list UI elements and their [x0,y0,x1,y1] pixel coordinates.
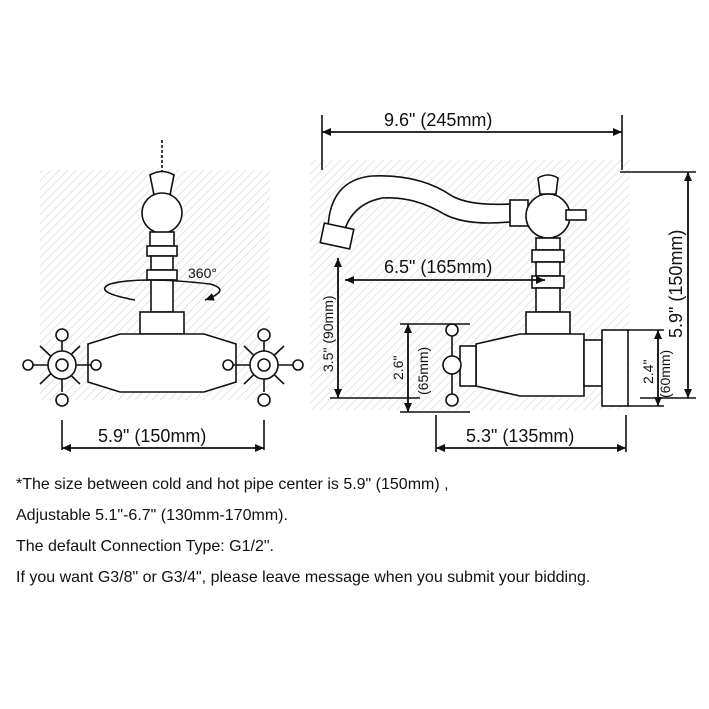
neck-ring [150,255,174,271]
spout-reach-label: 9.6" (245mm) [384,110,492,130]
body-height-label-bottom: (65mm) [415,347,431,395]
side-collar [525,311,571,335]
note-pipe-spacing: *The size between cold and hot pipe cent… [16,476,449,493]
faucet-body [87,333,237,393]
side-cross-handle [442,323,477,407]
note-alternative-sizes: If you want G3/8" or G3/4", please leave… [16,569,591,586]
spout-reach-dimension [321,115,623,170]
side-body [475,333,585,397]
depth-dimension [435,415,627,452]
neck-column [150,279,174,313]
side-connector [583,339,603,387]
side-knob [537,174,559,195]
wall-flange [601,329,629,407]
handle-ball [141,192,183,234]
side-column [535,287,561,313]
total-height-dimension [620,171,696,399]
rotation-arrow [104,279,221,301]
flange-height-label-bottom: (60mm) [657,350,673,398]
neck-ring [146,245,178,257]
neck-ring [149,231,175,247]
side-head [525,193,571,239]
aerator [319,222,355,250]
front-width-label: 5.9" (150mm) [98,426,206,446]
side-neck-ring [531,249,565,263]
body-height-dimension [400,323,470,413]
lever-knob [149,170,175,196]
side-view [310,115,696,452]
rotation-label: 360° [188,265,217,281]
flange-height-dimension [628,329,664,407]
body-collar [139,311,185,335]
flange-height-label-top: 2.4" [640,360,656,384]
total-height-label: 5.9" (150mm) [666,230,686,338]
front-view [22,140,304,452]
body-height-label-top: 2.6" [390,356,406,380]
side-neck-ring [535,261,561,277]
note-connection-type: The default Connection Type: G1/2". [16,538,274,555]
note-adjustable-range: Adjustable 5.1"-6.7" (130mm-170mm). [16,507,288,524]
spout-offset-label: 6.5" (165mm) [384,257,492,277]
spout-height-dimension [330,258,420,399]
side-lever-stub [565,209,587,221]
notes-block: *The size between cold and hot pipe cent… [16,474,706,598]
depth-label: 5.3" (135mm) [466,426,574,446]
front-width-dimension [61,420,265,452]
left-cross-handle [22,328,102,407]
right-cross-handle [222,328,304,407]
spout-collar [509,199,529,227]
side-neck-ring [535,237,561,251]
spout-height-label: 3.5" (90mm) [320,295,336,372]
neck-ring [146,269,178,281]
side-neck-ring [531,275,565,289]
